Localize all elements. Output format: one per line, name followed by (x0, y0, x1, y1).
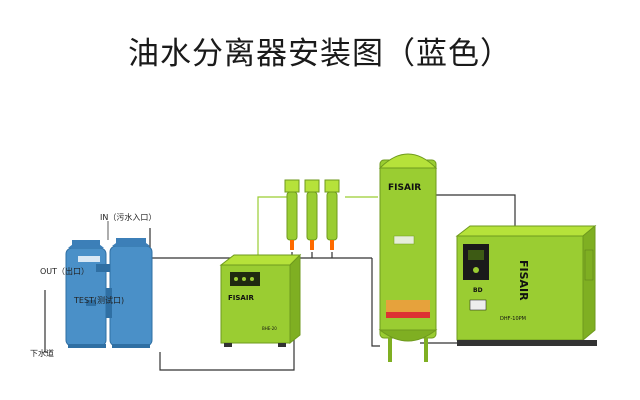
dryer-logo: FISAIR (228, 294, 254, 302)
label-test: TEST(测试口) (74, 296, 125, 305)
page-title: 油水分离器安装图（蓝色） (128, 36, 512, 72)
pipe-tank-to-compressor (436, 194, 516, 232)
compressor-qr (469, 299, 487, 311)
tank-gauge-plate (393, 235, 415, 245)
screw-air-compressor: FISAIR BD DHF-10PM (455, 224, 597, 346)
filter-3 (324, 179, 340, 250)
air-receiver-tank: FISAIR (378, 153, 438, 362)
compressor-badge: BD (473, 287, 483, 294)
separator-label-plate (78, 256, 100, 262)
pipe-dryer-to-filters (257, 196, 290, 265)
pipe-tank-drain (371, 258, 380, 347)
filter-2 (304, 179, 320, 250)
label-out: OUT（出口） (40, 267, 90, 276)
compressor-logo: FISAIR (517, 260, 530, 301)
refrigerated-dryer: FISAIR BHE-20 (219, 253, 302, 347)
pipe-dryer-drain (159, 350, 295, 371)
filter-1 (284, 179, 300, 250)
label-in: IN（污水入口） (100, 213, 157, 222)
dryer-model: BHE-20 (262, 326, 277, 331)
precision-filters (284, 179, 340, 250)
pipe-network (44, 194, 516, 371)
oil-water-separator (65, 238, 153, 348)
label-drain: 下水道 (30, 349, 54, 358)
compressor-control-panel (463, 244, 489, 280)
tank-warning-label (386, 300, 430, 312)
tank-logo: FISAIR (388, 183, 421, 193)
compressor-model: DHF-10PM (500, 316, 526, 322)
pipe-drain-out (44, 290, 48, 353)
